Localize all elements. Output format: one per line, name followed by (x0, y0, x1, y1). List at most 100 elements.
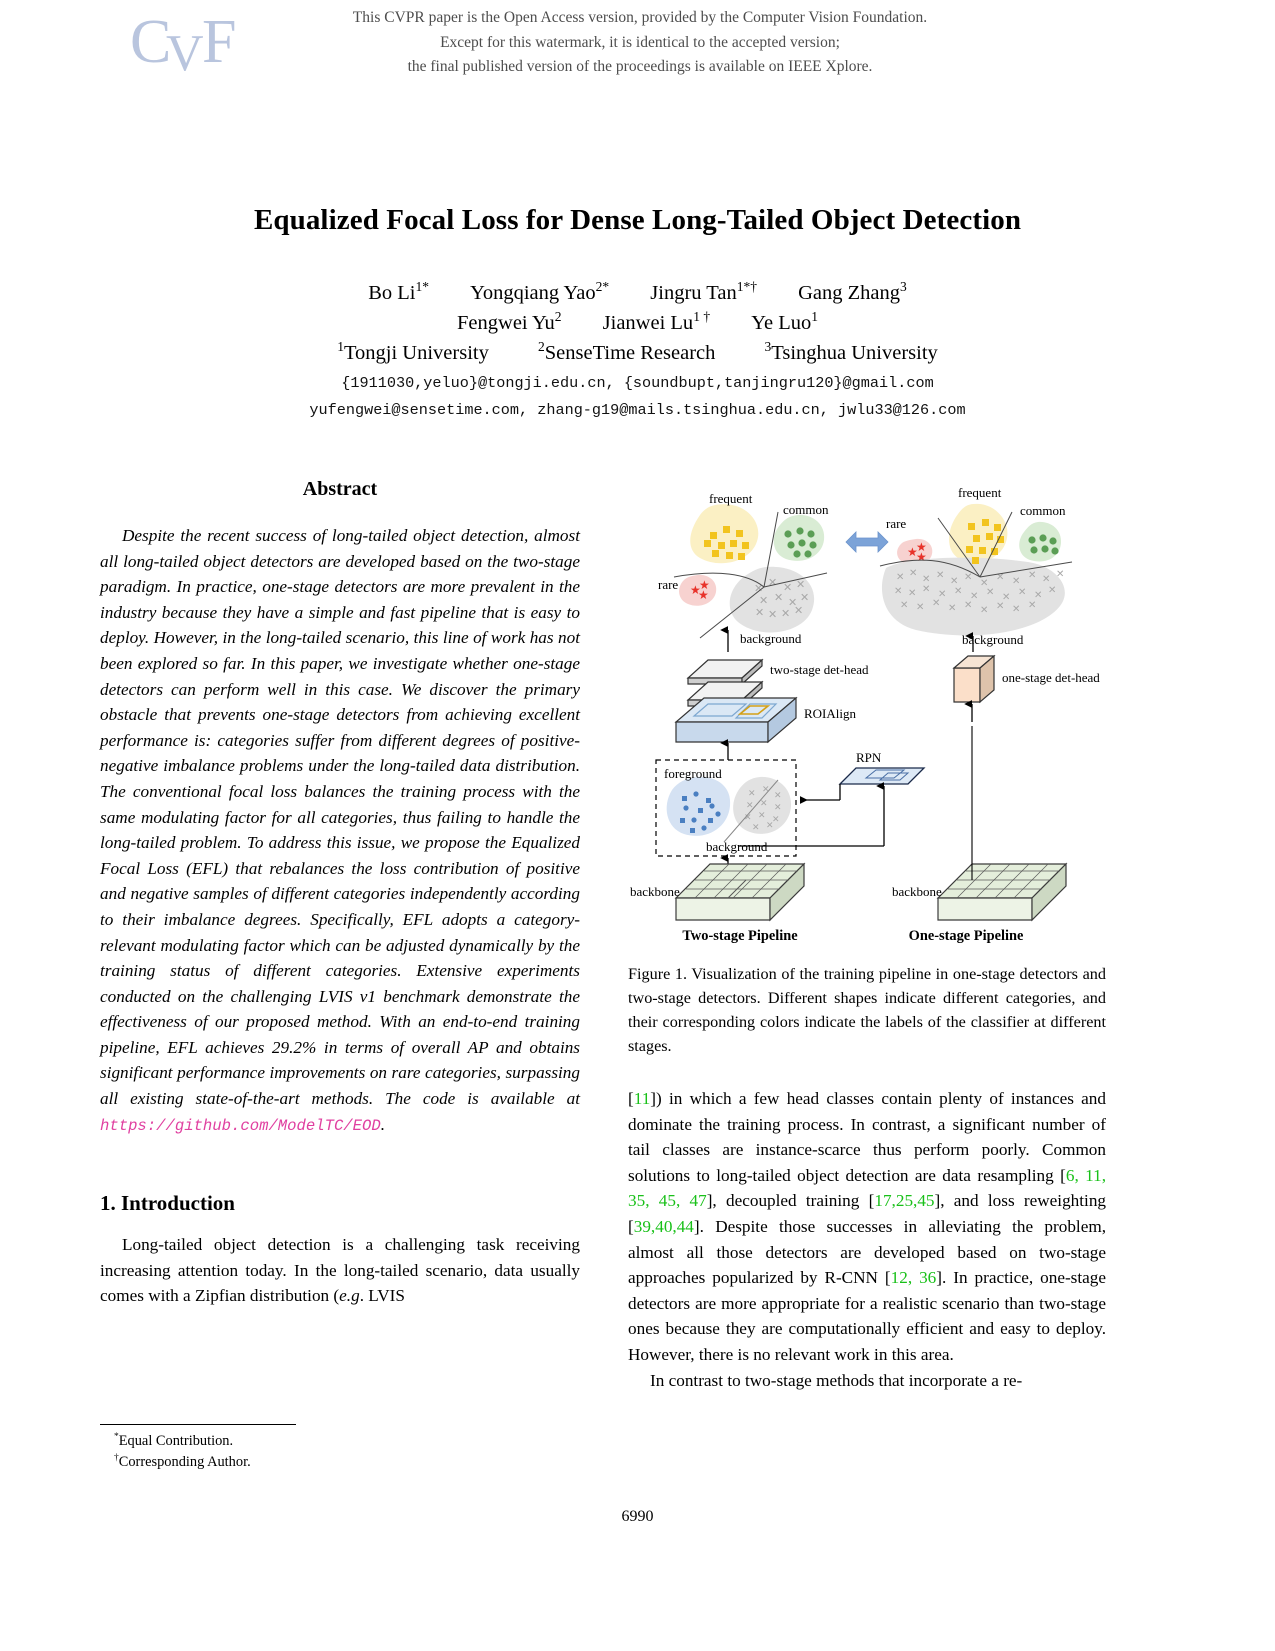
svg-text:✕: ✕ (766, 821, 774, 831)
right-text-5: ]. In practice, one-stage detectors are … (628, 1268, 1106, 1364)
svg-text:✕: ✕ (908, 588, 916, 599)
citation-ref-decoupled[interactable]: 17,25,45 (874, 1191, 935, 1211)
email-line[interactable]: yufengwei@sensetime.com, zhang-g19@mails… (309, 401, 966, 419)
author-sup: 3 (900, 279, 907, 295)
cvf-notice-line-1: This CVPR paper is the Open Access versi… (352, 9, 928, 26)
figure-label-two-stage-det-head: two-stage det-head (770, 662, 869, 677)
author-name: Bo Li (368, 282, 416, 304)
footnote-item: †Corresponding Author. (100, 1452, 500, 1473)
figure-label-one-stage-det-head: one-stage det-head (1002, 670, 1100, 685)
author-sup: 1 (811, 309, 818, 325)
affiliation-sup: 1 (337, 339, 344, 355)
paper-title: Equalized Focal Loss for Dense Long-Tail… (253, 204, 1022, 236)
backbone-right-icon (936, 862, 1068, 922)
figure-label-background-box: background (706, 839, 768, 854)
svg-text:✕: ✕ (964, 600, 972, 611)
svg-text:✕: ✕ (762, 785, 770, 795)
figure-label-one-stage-pipeline: One-stage Pipeline (908, 928, 1024, 944)
cvf-notice-line-3: the final published version of the proce… (407, 58, 873, 75)
svg-text:✕: ✕ (964, 572, 972, 583)
svg-text:✕: ✕ (748, 789, 756, 799)
right-text-3: ], and loss reweighting [ (628, 1191, 1107, 1236)
svg-text:C: C (130, 8, 169, 76)
author-entry: Jingru Tan1*† (650, 278, 757, 308)
rpn-icon (838, 767, 926, 785)
intro-text-1: Long-tailed object detection is a challe… (100, 1235, 580, 1306)
author-sup: 2* (595, 279, 610, 295)
footnote-text: Corresponding Author. (118, 1454, 251, 1470)
citation-ref-resampling[interactable]: 6, 11, 35, 45, 47 (628, 1165, 1106, 1211)
citation-ref[interactable]: 11 (633, 1089, 651, 1108)
author-name: Yongqiang Yao (470, 282, 596, 304)
affiliation-name: SenseTime Research (544, 342, 716, 364)
code-url-link[interactable]: https://github.com/ModelTC/EOD (100, 1116, 381, 1135)
svg-text:★: ★ (699, 578, 710, 592)
author-name: Ye Luo (751, 312, 812, 334)
figure-label-two-stage-pipeline: Two-stage Pipeline (682, 928, 798, 944)
affiliation-sup: 2 (537, 339, 545, 355)
svg-text:✕: ✕ (896, 572, 904, 583)
svg-text:✕: ✕ (1034, 590, 1042, 601)
svg-text:✕: ✕ (932, 598, 940, 609)
intro-text-2: . LVIS (359, 1286, 405, 1306)
svg-text:✕: ✕ (1048, 585, 1056, 596)
footnote-text: Equal Contribution. (118, 1433, 234, 1449)
figure-1-caption: Figure 1. Visualization of the training … (628, 965, 1106, 1055)
email-line[interactable]: {1911030,yeluo}@tongji.edu.cn, {soundbup… (341, 374, 934, 392)
svg-text:✕: ✕ (774, 791, 782, 801)
author-entry: Gang Zhang3 (798, 278, 907, 308)
figure-label-frequent-left: frequent (709, 491, 753, 506)
svg-text:✕: ✕ (755, 606, 764, 619)
svg-text:✕: ✕ (950, 576, 958, 587)
cvf-logo-icon: C V F (128, 4, 258, 82)
svg-text:✕: ✕ (1028, 570, 1036, 581)
figure-label-rare-right: rare (886, 516, 906, 531)
svg-text:✕: ✕ (758, 811, 766, 821)
left-column: Abstract Despite the recent success of l… (100, 470, 580, 1309)
svg-text:✕: ✕ (768, 576, 777, 589)
cvf-watermark-header: C V F This CVPR paper is the Open Access… (0, 0, 1275, 92)
right-text-4: ]. Despite those successes in alleviatin… (628, 1216, 1106, 1288)
right-paragraph-1: [11]) in which a few head classes contai… (628, 1086, 1106, 1368)
figure-label-roialign: ROIAlign (804, 706, 857, 721)
svg-text:✕: ✕ (1012, 576, 1020, 587)
svg-text:✕: ✕ (796, 578, 805, 591)
abstract-text: Despite the recent success of long-taile… (100, 526, 580, 1109)
svg-text:✕: ✕ (922, 584, 930, 595)
citation-ref-rcnn[interactable]: 12, 36 (890, 1268, 937, 1288)
svg-text:✕: ✕ (909, 568, 917, 579)
figure-label-common-left: common (783, 502, 829, 517)
svg-text:✕: ✕ (788, 596, 797, 609)
citation-ref-reweighting[interactable]: 39,40,44 (633, 1216, 694, 1236)
svg-text:✕: ✕ (900, 600, 908, 611)
svg-text:✕: ✕ (1056, 569, 1064, 580)
abstract-text-tail: . (380, 1114, 386, 1134)
right-text-1: ]) in which a few head classes contain p… (628, 1089, 1106, 1185)
svg-text:✕: ✕ (774, 803, 782, 813)
figure-label-foreground: foreground (664, 766, 722, 781)
author-entry: Yongqiang Yao2* (470, 278, 609, 308)
intro-paragraph-1: Long-tailed object detection is a challe… (100, 1232, 580, 1309)
svg-text:F: F (202, 8, 235, 76)
abstract-heading: Abstract (302, 478, 378, 500)
author-entry: Bo Li1* (368, 278, 429, 308)
figure-label-frequent-right: frequent (958, 485, 1002, 500)
footnote-marker: † (114, 1453, 119, 1464)
svg-text:✕: ✕ (936, 570, 944, 581)
figure-label-background-left: background (740, 631, 802, 646)
svg-text:★: ★ (916, 540, 927, 554)
affiliation-entry: 2SenseTime Research (538, 338, 715, 368)
svg-text:★: ★ (916, 550, 927, 564)
section-heading-introduction: 1. Introduction (100, 1191, 235, 1216)
svg-text:✕: ✕ (1002, 592, 1010, 603)
author-name: Fengwei Yu (457, 312, 555, 334)
svg-text:✕: ✕ (922, 574, 930, 585)
svg-text:★: ★ (690, 583, 701, 597)
email-block: {1911030,yeluo}@tongji.edu.cn, {soundbup… (0, 370, 1275, 424)
cvf-notice-line-2: Except for this watermark, it is identic… (440, 33, 840, 51)
double-arrow-icon (845, 531, 889, 553)
bracket-open: [ (628, 1089, 634, 1108)
roialign-icon (674, 696, 798, 744)
foreground-background-box: ✕✕✕ ✕✕✕ ✕✕✕ ✕✕ foreground background (655, 759, 797, 857)
author-name: Jingru Tan (650, 282, 737, 304)
